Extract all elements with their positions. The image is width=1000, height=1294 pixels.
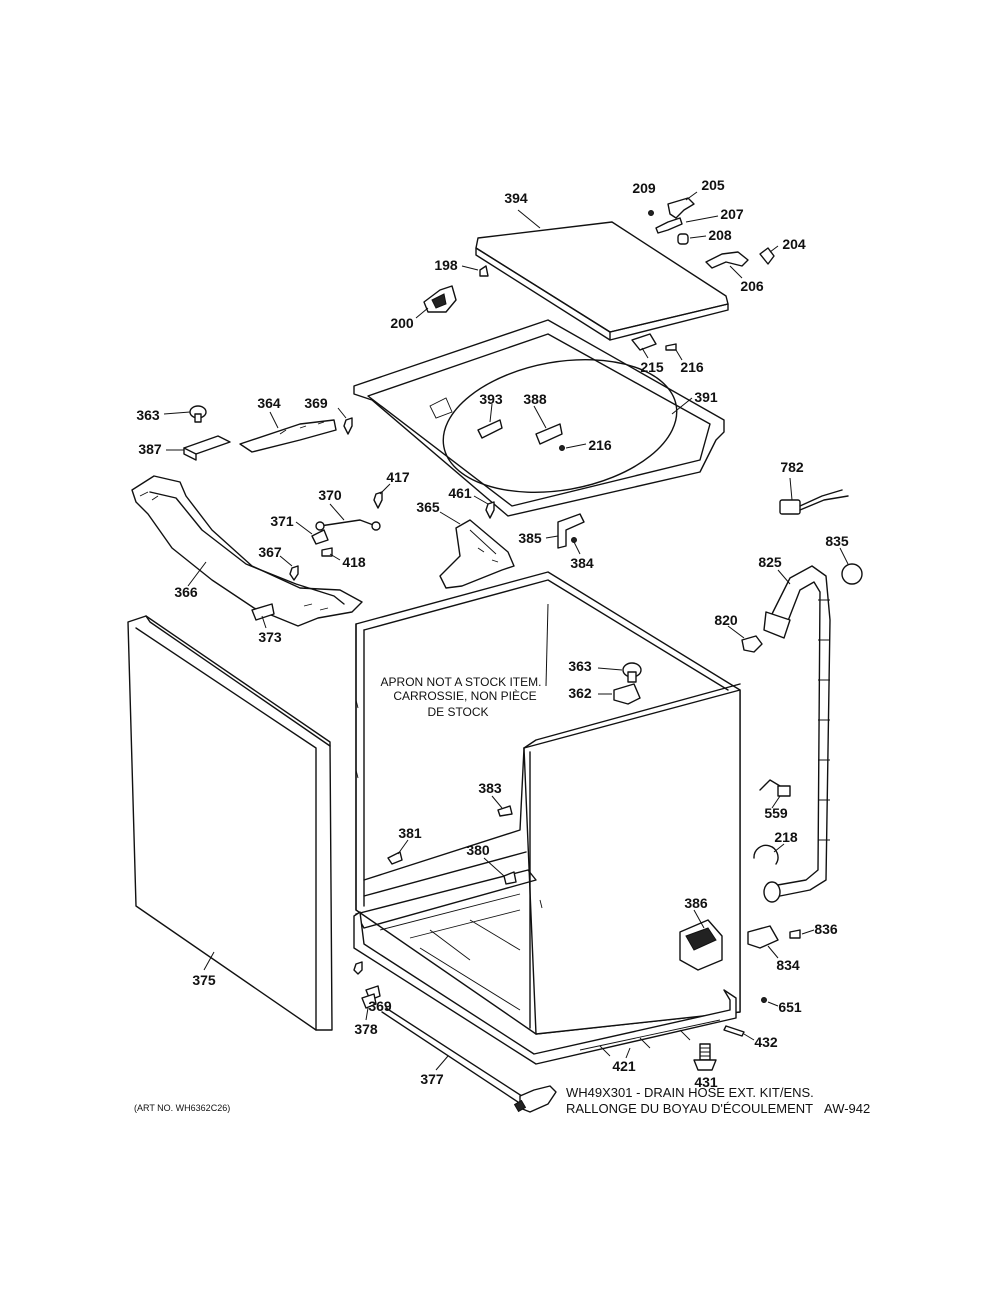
part-callout-782: 782 xyxy=(780,459,804,475)
hose-clamp-835 xyxy=(839,547,863,585)
part-callout-371: 371 xyxy=(270,513,294,529)
part-callout-825: 825 xyxy=(758,554,782,570)
part-callout-218: 218 xyxy=(774,829,798,845)
side-bracket-365 xyxy=(439,511,515,589)
part-callout-370: 370 xyxy=(318,487,342,503)
part-callout-369: 369 xyxy=(368,998,392,1014)
part-callout-381: 381 xyxy=(398,825,422,841)
part-callout-834: 834 xyxy=(776,957,800,973)
part-callout-394: 394 xyxy=(504,190,528,206)
leader-421 xyxy=(625,1047,631,1059)
part-callout-377: 377 xyxy=(420,1071,444,1087)
cabinet-clip-parts xyxy=(597,662,642,705)
part-callout-207: 207 xyxy=(720,206,744,222)
part-callout-387: 387 xyxy=(138,441,162,457)
part-callout-383: 383 xyxy=(478,780,502,796)
part-callout-205: 205 xyxy=(701,177,725,193)
part-callout-198: 198 xyxy=(434,257,458,273)
part-callout-393: 393 xyxy=(479,391,503,407)
leveling-rod-377 xyxy=(381,1007,557,1113)
hose-clip-820 xyxy=(727,625,763,653)
part-callout-386: 386 xyxy=(684,895,708,911)
part-callout-418: 418 xyxy=(342,554,366,570)
art-number: (ART NO. WH6362C26) xyxy=(134,1103,230,1113)
hose-clamp-218 xyxy=(753,843,785,865)
part-callout-200: 200 xyxy=(390,315,414,331)
lid-hinge-hardware xyxy=(648,191,779,279)
pressure-switch-parts xyxy=(747,925,815,959)
pump-bracket-386 xyxy=(679,909,723,971)
apron-note: APRON NOT A STOCK ITEM. CARROSSIE, NON P… xyxy=(381,675,542,719)
front-brace-part xyxy=(131,475,363,627)
screw-461 xyxy=(473,495,495,519)
part-callout-209: 209 xyxy=(632,180,656,196)
part-callout-363: 363 xyxy=(136,407,160,423)
callout-labels: 394 209 205 207 208 204 206 198 200 215 … xyxy=(136,177,849,1090)
part-callout-432: 432 xyxy=(754,1034,778,1050)
hinge-bracket-385 xyxy=(545,513,585,555)
part-callout-391: 391 xyxy=(694,389,718,405)
part-callout-820: 820 xyxy=(714,612,738,628)
part-callout-421: 421 xyxy=(612,1058,636,1074)
screw-651 xyxy=(761,997,779,1007)
pin-432 xyxy=(723,1025,755,1041)
cabinet-hardware-parts xyxy=(387,795,517,885)
part-callout-431: 431 xyxy=(694,1074,718,1090)
part-callout-206: 206 xyxy=(740,278,764,294)
drain-kit-line-2: RALLONGE DU BOYAU D'ÉCOULEMENT xyxy=(566,1101,813,1116)
drain-kit-line-1: WH49X301 - DRAIN HOSE EXT. KIT/ENS. xyxy=(566,1085,814,1100)
part-callout-836: 836 xyxy=(814,921,838,937)
drain-kit-note: WH49X301 - DRAIN HOSE EXT. KIT/ENS. RALL… xyxy=(566,1085,870,1116)
part-callout-388: 388 xyxy=(523,391,547,407)
part-callout-216: 216 xyxy=(680,359,704,375)
apron-note-line-1: APRON NOT A STOCK ITEM. xyxy=(381,675,542,689)
lid-part xyxy=(475,209,729,341)
part-callout-367: 367 xyxy=(258,544,282,560)
part-callout-366: 366 xyxy=(174,584,198,600)
bottom-left-hardware xyxy=(353,961,381,1021)
drain-hose-825 xyxy=(763,565,831,903)
part-callout-651: 651 xyxy=(778,999,802,1015)
dispenser-parts xyxy=(477,403,587,451)
top-cover-part xyxy=(353,319,725,517)
part-callout-364: 364 xyxy=(257,395,281,411)
apron-note-line-3: DE STOCK xyxy=(427,705,488,719)
lid-switch-parts xyxy=(631,333,683,361)
sensor-559 xyxy=(759,779,791,809)
part-callout-384: 384 xyxy=(570,555,594,571)
front-panel-part xyxy=(127,615,333,1031)
part-callout-216: 216 xyxy=(588,437,612,453)
part-callout-369: 369 xyxy=(304,395,328,411)
diagram-code: AW-942 xyxy=(824,1101,870,1116)
part-callout-378: 378 xyxy=(354,1021,378,1037)
part-callout-215: 215 xyxy=(640,359,664,375)
part-callout-375: 375 xyxy=(192,972,216,988)
part-callout-559: 559 xyxy=(764,805,788,821)
part-callout-380: 380 xyxy=(466,842,490,858)
part-callout-417: 417 xyxy=(386,469,410,485)
lid-bumper-parts xyxy=(415,265,489,319)
part-callout-373: 373 xyxy=(258,629,282,645)
part-callout-835: 835 xyxy=(825,533,849,549)
part-callout-363: 363 xyxy=(568,658,592,674)
part-callout-362: 362 xyxy=(568,685,592,701)
part-callout-208: 208 xyxy=(708,227,732,243)
part-callout-461: 461 xyxy=(448,485,472,501)
part-callout-204: 204 xyxy=(782,236,806,252)
clip-part-373 xyxy=(251,603,275,629)
wire-harness-782 xyxy=(779,477,849,515)
part-callout-365: 365 xyxy=(416,499,440,515)
tie-rod-parts xyxy=(279,483,391,581)
part-callout-385: 385 xyxy=(518,530,542,546)
apron-note-line-2: CARROSSIE, NON PIÈCE xyxy=(393,688,536,703)
cabinet-part xyxy=(353,571,741,1065)
leveling-leg-431 xyxy=(693,1043,717,1071)
rear-bracket-parts xyxy=(163,405,353,461)
